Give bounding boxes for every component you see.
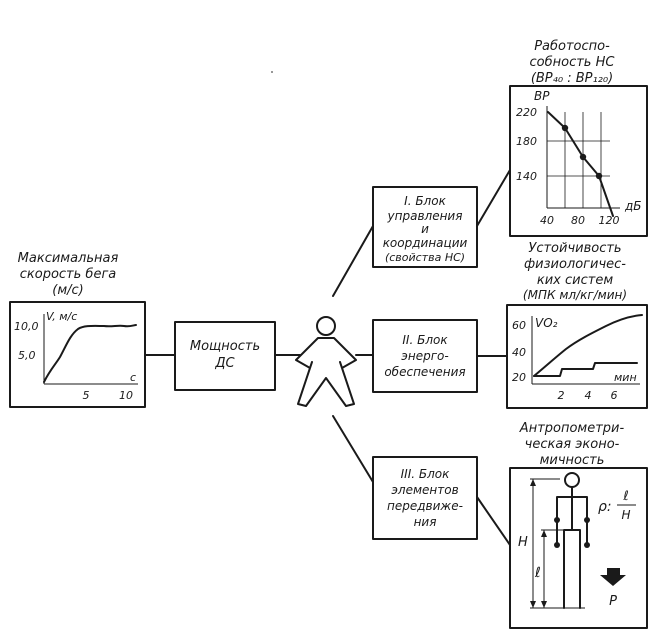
block-3-line-1: III. Блок [401, 467, 450, 481]
speed-y-tick-5: 5,0 [18, 349, 36, 362]
work-point-2 [579, 153, 587, 161]
speed-curve [43, 324, 137, 383]
stability-x-axis-label: мин [614, 371, 637, 384]
anthro-caption-line-2: ческая эконо- [525, 437, 620, 452]
scan-speck [271, 71, 273, 73]
stability-caption-line-1: Устойчивость [528, 241, 621, 256]
block-2-line-2: энерго- [401, 349, 448, 363]
anthro-panel: Антропометри- ческая эконо- мичность H ℓ… [509, 421, 648, 629]
block-1: I. Блок управления и координации (свойст… [372, 186, 478, 268]
anthro-l-arrow-bottom [541, 601, 547, 608]
work-point-1 [561, 124, 569, 132]
speed-x-axis-label: с [130, 371, 136, 384]
anthro-formula-left: ρ: [598, 499, 612, 515]
block-2-line-1: II. Блок [402, 333, 448, 347]
anthro-figure-joint-3 [554, 542, 560, 548]
connector-block3-anthro [476, 496, 511, 546]
connector-figure-block3 [332, 415, 374, 483]
stability-y-tick-60: 60 [512, 319, 526, 332]
block-2: II. Блок энерго- обеспечения [372, 319, 478, 393]
speed-caption-line-2: скорость бега [20, 267, 117, 282]
power-box-frame [174, 321, 276, 391]
anthro-h-arrow-bottom [530, 601, 536, 608]
power-box-line-1: Мощность [190, 339, 260, 354]
anthro-figure-joint-2 [584, 517, 590, 523]
block-1-line-1: I. Блок [404, 194, 446, 208]
work-y-axis-label: ВР [534, 89, 550, 103]
anthro-formula-numerator: ℓ [622, 489, 628, 504]
stability-caption-line-3: ких систем [537, 273, 613, 288]
work-y-tick-180: 180 [516, 135, 537, 148]
work-curve [547, 111, 614, 217]
anthro-label-h: H [518, 535, 528, 550]
speed-caption-line-1: Максимальная [18, 251, 119, 266]
anthro-figure-joint-4 [584, 542, 590, 548]
stability-chart-frame [506, 304, 648, 409]
anthro-l-arrow-top [541, 530, 547, 537]
anthro-label-l: ℓ [534, 565, 541, 581]
speed-x-tick-5: 5 [83, 389, 90, 402]
anthro-frame [509, 467, 648, 629]
stability-y-tick-40: 40 [512, 346, 526, 359]
work-x-tick-80: 80 [571, 214, 585, 227]
speed-caption-line-3: (м/с) [52, 283, 83, 298]
human-figure [295, 316, 357, 407]
stability-chart: Устойчивость физиологичес- ких систем (М… [506, 241, 648, 409]
block-1-line-3: и [421, 222, 429, 236]
connector-block1-work [476, 169, 511, 227]
stability-vo2-curve [533, 314, 643, 377]
power-box-line-2: ДС [214, 356, 235, 371]
work-x-tick-40: 40 [540, 214, 554, 227]
stability-x-tick-4: 4 [585, 389, 592, 402]
figure-body [295, 337, 357, 407]
work-caption-line-1: Работоспо- [534, 39, 610, 54]
work-chart: Работоспо- собность НС (ВР₄₀ : ВР₁₂₀) ВР… [509, 39, 648, 237]
stability-caption-line-2: физиологичес- [524, 257, 626, 272]
anthro-caption-line-1: Антропометри- [519, 421, 625, 436]
stability-x-tick-2: 2 [558, 389, 565, 402]
speed-chart: Максимальная скорость бега (м/с) V, м/с … [9, 251, 146, 408]
stability-step-curve [533, 362, 638, 377]
block-1-line-5: (свойства НС) [385, 251, 465, 264]
block-3-line-3: передвиже- [387, 499, 463, 513]
speed-y-axis-label: V, м/с [46, 310, 77, 323]
work-y-tick-140: 140 [516, 170, 537, 183]
speed-x-tick-10: 10 [119, 389, 133, 402]
stability-y-tick-20: 20 [512, 371, 526, 384]
figure-head [316, 316, 336, 336]
block-1-line-4: координации [383, 236, 468, 250]
anthro-figure-head [564, 472, 580, 488]
block-3-line-4: ния [414, 515, 437, 529]
block-3: III. Блок элементов передвиже- ния [372, 456, 478, 540]
work-x-tick-120: 120 [599, 214, 620, 227]
work-x-axis-label: дБ [624, 199, 642, 213]
work-y-tick-220: 220 [516, 106, 537, 119]
anthro-h-arrow-top [530, 479, 536, 486]
stability-x-tick-6: 6 [611, 389, 618, 402]
block-2-line-3: обеспечения [384, 365, 465, 379]
anthro-figure-legs [563, 529, 581, 609]
speed-y-tick-10: 10,0 [14, 320, 39, 333]
work-chart-frame [509, 85, 648, 237]
block-1-line-2: управления [387, 209, 463, 223]
work-caption-line-2: собность НС [530, 55, 616, 70]
stability-y-axis-label: VO₂ [535, 316, 558, 330]
anthro-label-p: P [609, 594, 617, 609]
connector-figure-block1 [332, 225, 374, 297]
work-point-3 [595, 172, 603, 180]
stability-caption-line-4: (МПК мл/кг/мин) [523, 288, 627, 302]
block-3-line-2: элементов [391, 483, 458, 497]
work-caption-line-3: (ВР₄₀ : ВР₁₂₀) [531, 71, 613, 86]
anthro-caption-line-3: мичность [540, 453, 605, 468]
anthro-down-arrow-icon [600, 568, 626, 586]
anthro-formula-denominator: H [621, 508, 630, 522]
power-box: Мощность ДС [174, 321, 276, 391]
anthro-figure-joint-1 [554, 517, 560, 523]
